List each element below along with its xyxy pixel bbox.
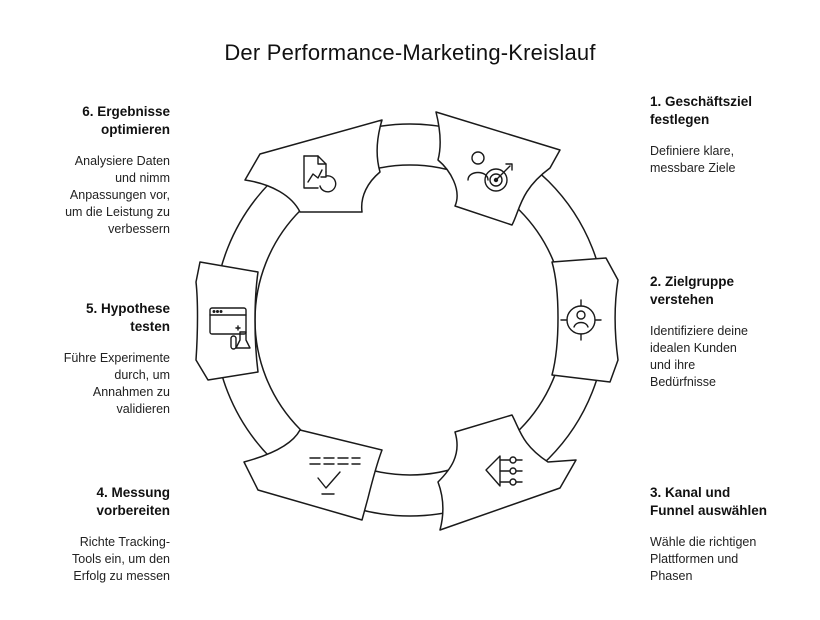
- segment-step-6: [244, 119, 383, 213]
- step-2-block: 2. Zielgruppe verstehen Identifiziere de…: [650, 273, 810, 391]
- segment-step-4: [243, 429, 383, 521]
- step-5-block: 5. Hypothese testen Führe Experimente du…: [10, 300, 170, 418]
- crosshair-user-icon: [560, 299, 602, 341]
- step-4-block: 4. Messung vorbereiten Richte Tracking- …: [10, 484, 170, 585]
- segment-step-3: [437, 414, 577, 531]
- segment-step-5: [195, 261, 259, 381]
- step-5-heading: 5. Hypothese testen: [85, 301, 170, 334]
- step-3-heading: 3. Kanal und Funnel auswählen: [650, 485, 768, 518]
- step-3-block: 3. Kanal und Funnel auswählen Wähle die …: [650, 484, 810, 585]
- step-6-block: 6. Ergebnisse optimieren Analysiere Date…: [10, 103, 170, 238]
- chart-refresh-icon: [303, 155, 337, 193]
- step-5-description: Führe Experimente durch, um Annahmen zu …: [63, 351, 170, 416]
- browser-experiment-icon: [209, 307, 251, 350]
- segment-step-2: [551, 257, 619, 383]
- target-person-icon: [467, 151, 513, 192]
- step-6-heading: 6. Ergebnisse optimieren: [82, 104, 170, 137]
- step-3-description: Wähle die richtigen Plattformen und Phas…: [650, 535, 757, 583]
- step-1-heading: 1. Geschäftsziel festlegen: [650, 94, 753, 127]
- step-2-description: Identifiziere deine idealen Kunden und i…: [650, 324, 748, 389]
- step-6-description: Analysiere Daten und nimm Anpassungen vo…: [65, 154, 170, 236]
- measurement-checklist-icon: [309, 457, 361, 495]
- step-1-block: 1. Geschäftsziel festlegen Definiere kla…: [650, 93, 810, 177]
- funnel-channels-icon: [485, 455, 523, 487]
- step-4-heading: 4. Messung vorbereiten: [96, 485, 170, 518]
- diagram-title: Der Performance-Marketing-Kreislauf: [224, 40, 596, 65]
- step-4-description: Richte Tracking- Tools ein, um den Erfol…: [72, 535, 170, 583]
- step-1-description: Definiere klare, messbare Ziele: [650, 144, 736, 175]
- step-2-heading: 2. Zielgruppe verstehen: [650, 274, 735, 307]
